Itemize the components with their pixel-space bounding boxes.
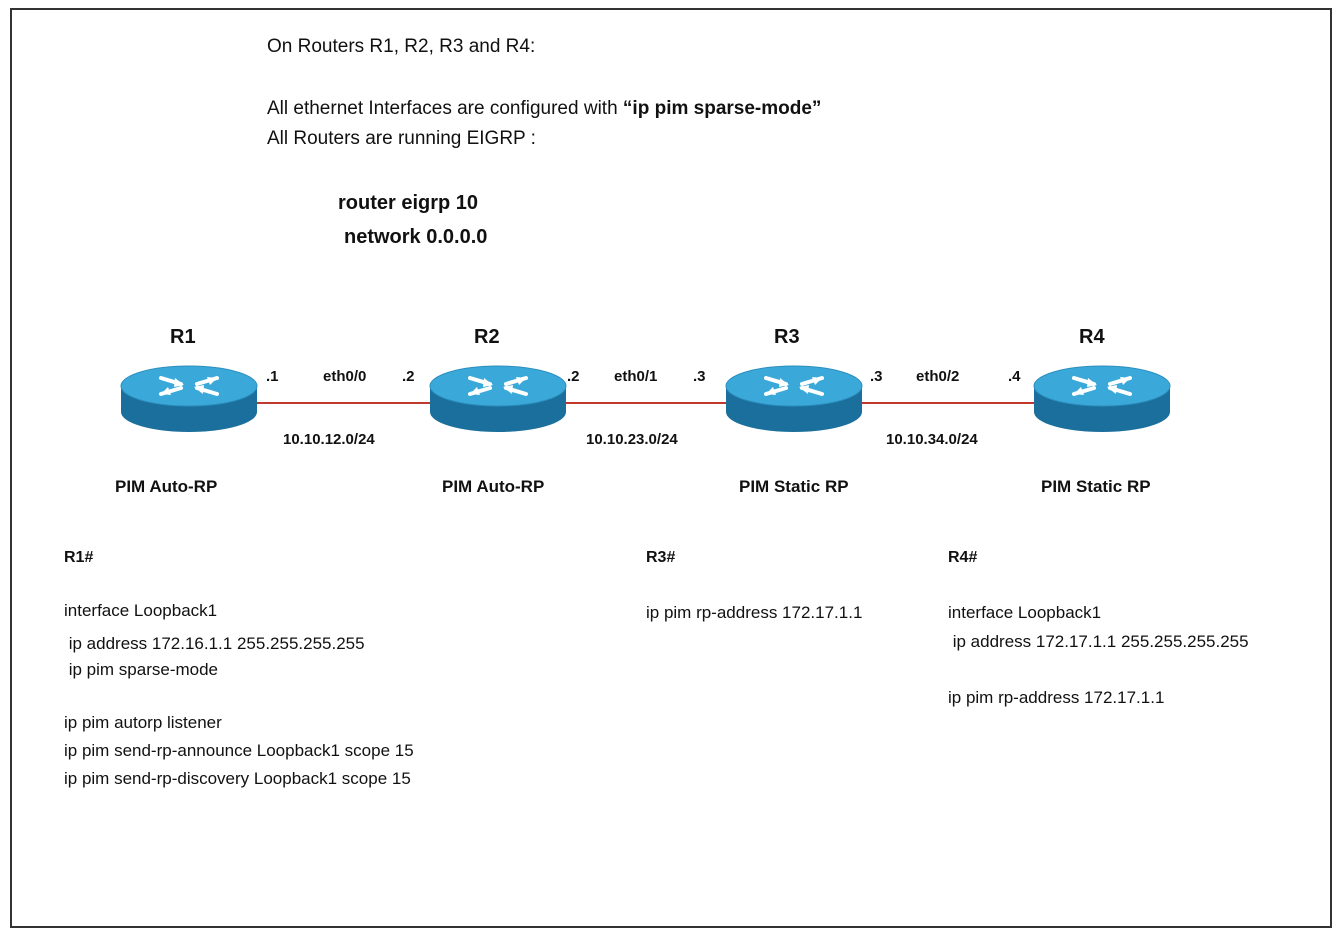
router-name-r1: R1	[170, 326, 196, 348]
router-name-r4: R4	[1079, 326, 1105, 348]
router-role-r1: PIM Auto-RP	[115, 477, 218, 496]
link-3-left-ip: .3	[870, 368, 883, 385]
link-1-right-ip: .2	[402, 368, 415, 385]
link-2-right-ip: .3	[693, 368, 706, 385]
link-2-iface: eth0/1	[614, 368, 658, 385]
header-line-2-bold: “ip pim sparse-mode”	[622, 98, 822, 119]
router-role-r3: PIM Static RP	[739, 477, 849, 496]
link-3-iface: eth0/2	[916, 368, 960, 385]
r3-config-line: ip pim rp-address 172.17.1.1	[646, 603, 863, 622]
eigrp-line-2: network 0.0.0.0	[344, 226, 488, 248]
router-name-r2: R2	[474, 326, 500, 348]
r1-config-line: ip pim autorp listener	[64, 713, 222, 732]
r4-config-line: ip address 172.17.1.1 255.255.255.255	[948, 632, 1249, 651]
r4-config-line: ip pim rp-address 172.17.1.1	[948, 688, 1165, 707]
router-role-r2: PIM Auto-RP	[442, 477, 545, 496]
link-1-subnet: 10.10.12.0/24	[283, 431, 375, 448]
header-line-2-prefix: All ethernet Interfaces are configured w…	[267, 98, 623, 119]
header-line-1: On Routers R1, R2, R3 and R4:	[267, 36, 536, 57]
router-name-r3: R3	[774, 326, 800, 348]
r1-prompt: R1#	[64, 549, 94, 566]
link-2-subnet: 10.10.23.0/24	[586, 431, 678, 448]
r4-prompt: R4#	[948, 549, 978, 566]
r1-config-line: ip address 172.16.1.1 255.255.255.255	[64, 634, 365, 653]
r1-config-line: ip pim send-rp-discovery Loopback1 scope…	[64, 769, 411, 788]
r1-config-line: ip pim send-rp-announce Loopback1 scope …	[64, 741, 414, 760]
router-icon	[428, 364, 568, 434]
router-icon	[724, 364, 864, 434]
r1-config-line: ip pim sparse-mode	[64, 660, 219, 679]
r4-config-line: interface Loopback1	[948, 603, 1102, 622]
link-3-subnet: 10.10.34.0/24	[886, 431, 978, 448]
diagram-frame	[10, 8, 1332, 928]
eigrp-line-1: router eigrp 10	[338, 192, 479, 214]
link-1-left-ip: .1	[266, 368, 279, 385]
router-icon	[1032, 364, 1172, 434]
router-icon	[119, 364, 259, 434]
r1-config-line: interface Loopback1	[64, 601, 218, 620]
router-role-r4: PIM Static RP	[1041, 477, 1151, 496]
link-2-left-ip: .2	[567, 368, 580, 385]
header-line-2: All ethernet Interfaces are configured w…	[267, 98, 821, 120]
link-1-iface: eth0/0	[323, 368, 367, 385]
header-line-3: All Routers are running EIGRP :	[267, 128, 536, 149]
link-3-right-ip: .4	[1008, 368, 1021, 385]
r3-prompt: R3#	[646, 549, 676, 566]
